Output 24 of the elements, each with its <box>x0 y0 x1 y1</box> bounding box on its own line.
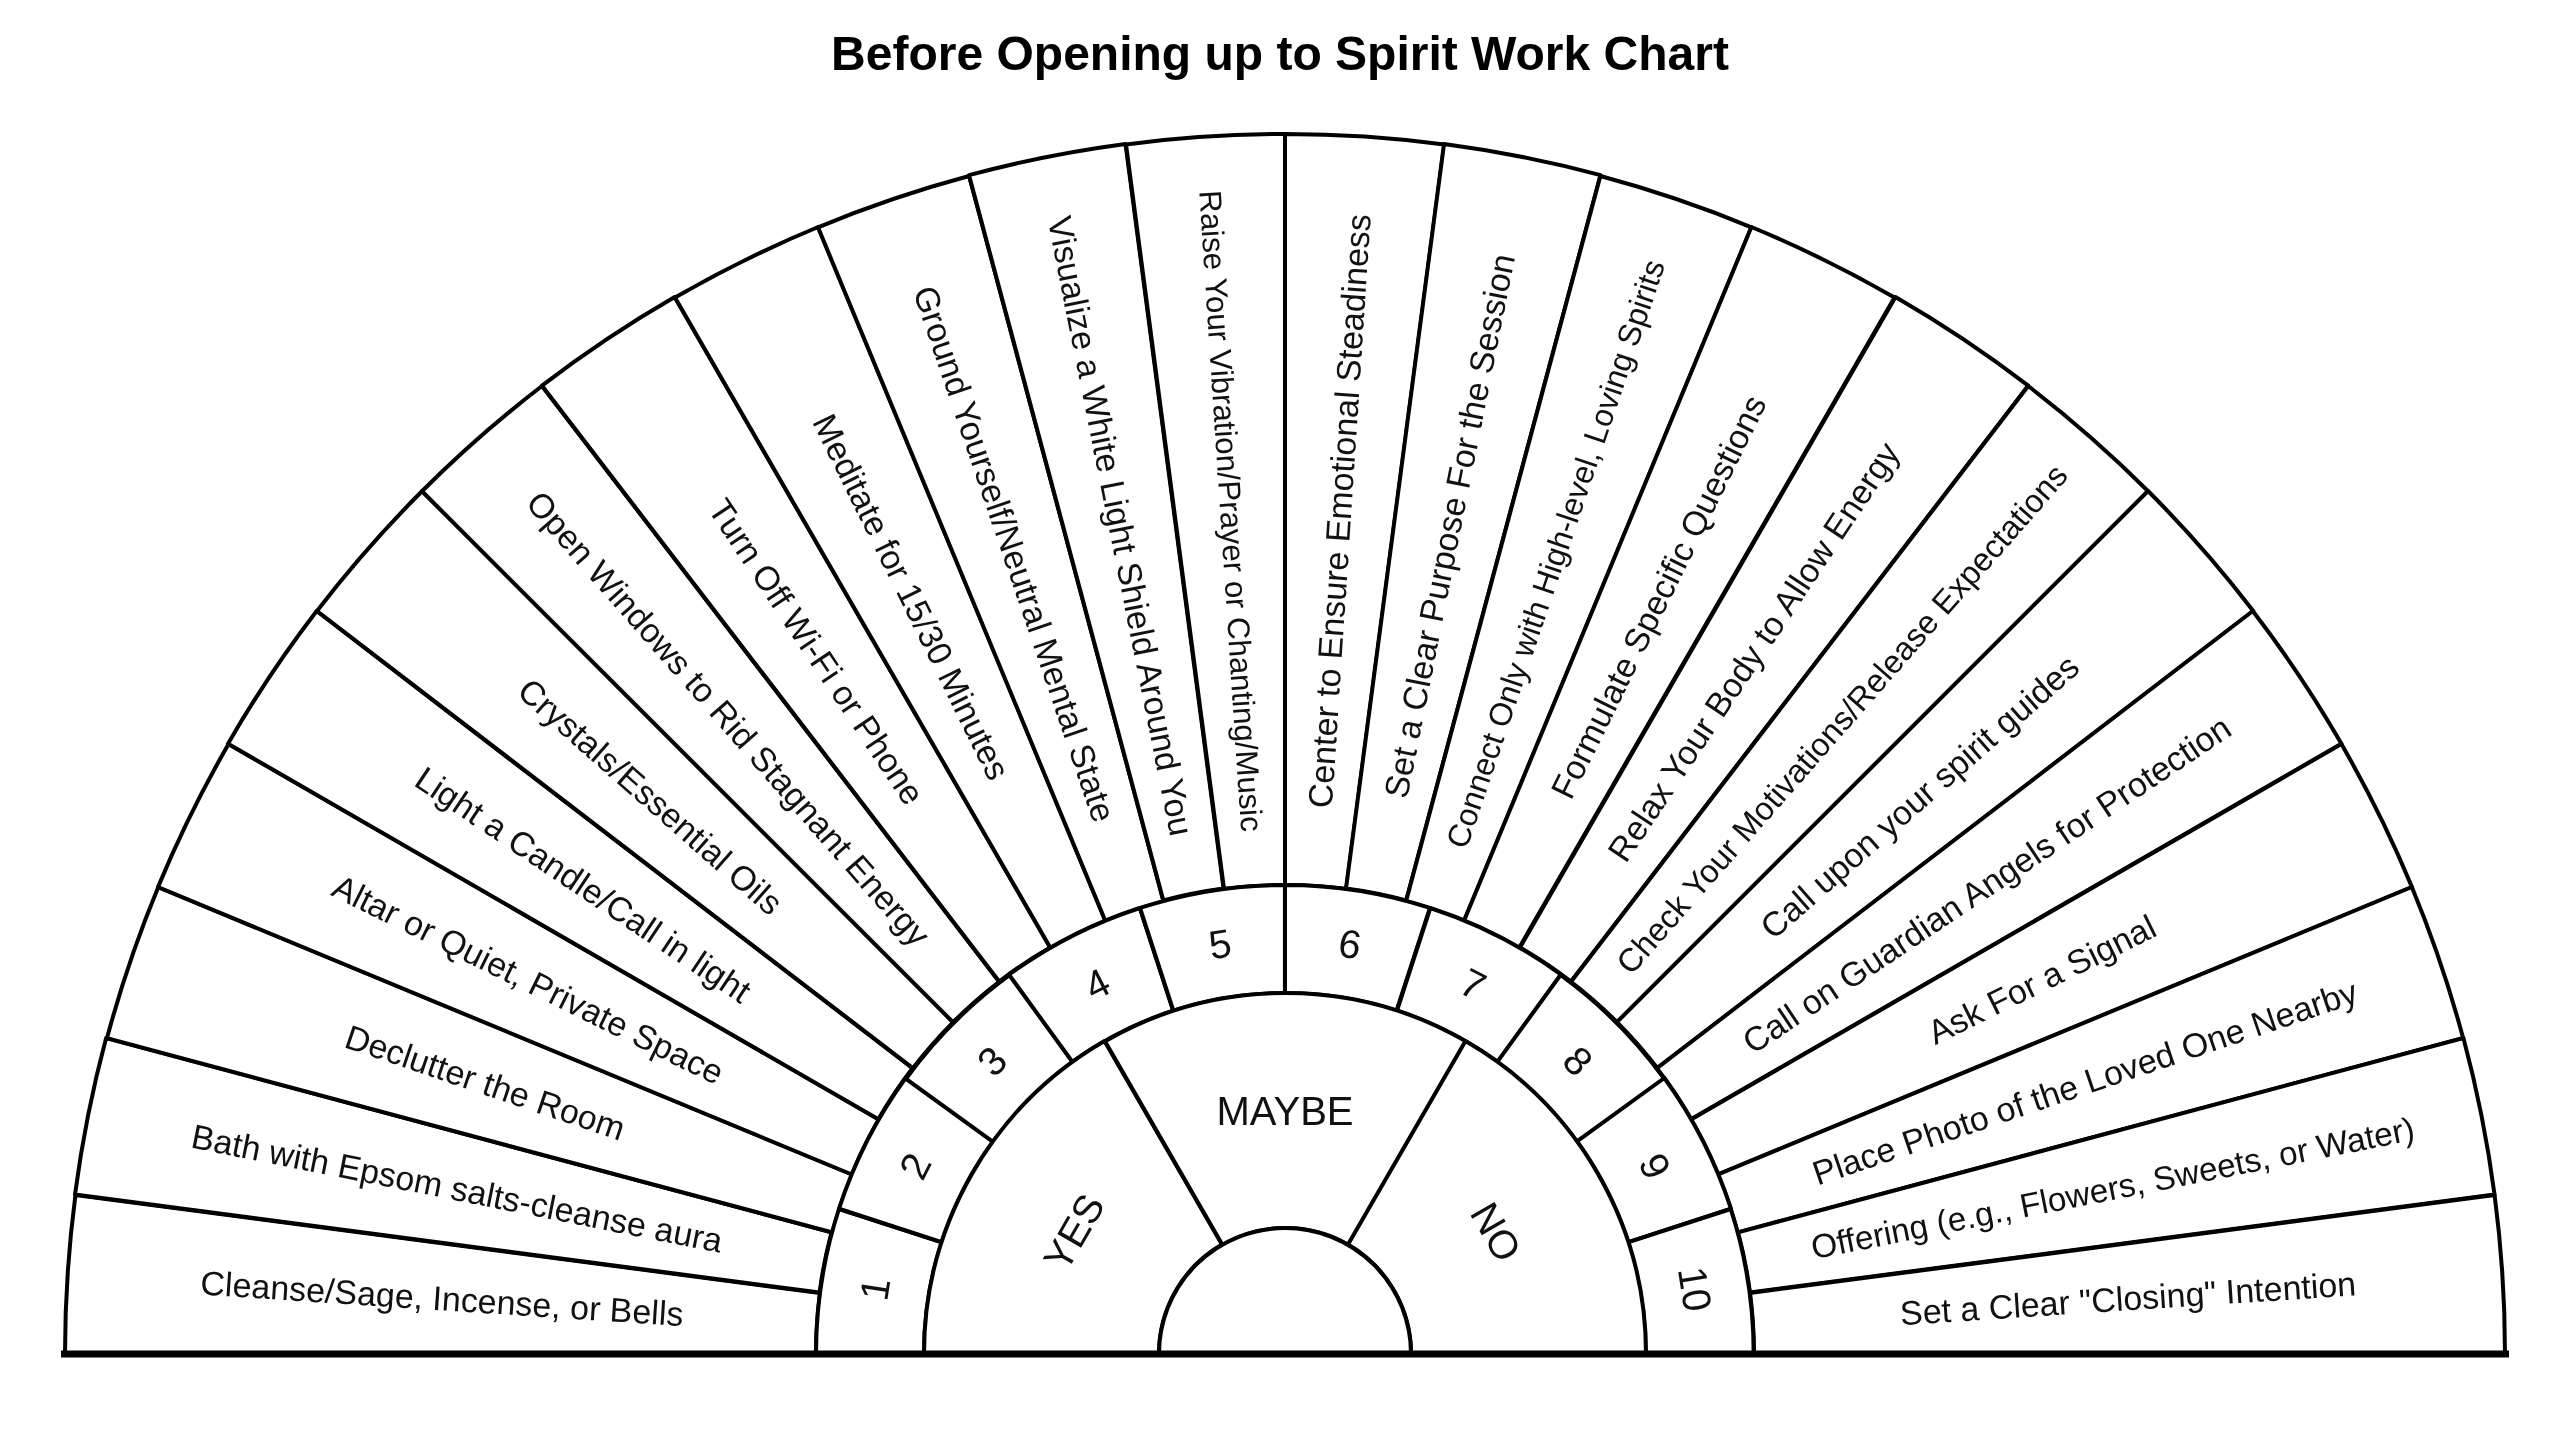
segment-text: MAYBE <box>1216 1088 1354 1133</box>
chart-segment <box>1140 885 1285 1011</box>
segment-text: 3 <box>968 1037 1015 1084</box>
segment-text: 1 <box>851 1274 899 1304</box>
chart-segment <box>838 1078 993 1243</box>
chart-segment <box>1009 907 1174 1062</box>
segment-text: 8 <box>1555 1037 1602 1084</box>
chart-title: Before Opening up to Spirit Work Chart <box>831 26 1729 81</box>
segment-text: Raise Your Vibration/Prayer or Chanting/Music <box>1191 189 1268 833</box>
segment-text: NO <box>1461 1195 1530 1270</box>
chart-segment <box>1396 907 1561 1062</box>
segment-text: 9 <box>1630 1145 1680 1186</box>
segment-text: Cleanse/Sage, Incense, or Bells <box>199 1264 685 1334</box>
segment-text: 10 <box>1669 1263 1721 1315</box>
segment-text: 2 <box>890 1145 940 1186</box>
segment-text: 5 <box>1205 920 1235 968</box>
chart-segment <box>1159 1228 1411 1354</box>
segment-text: 6 <box>1335 920 1365 968</box>
chart-segment <box>1285 885 1430 1011</box>
segment-text: Center to Ensure Emotional Steadiness <box>1302 213 1379 810</box>
chart-segment <box>1628 1209 1754 1354</box>
segment-text: Set a Clear "Closing" Intention <box>1898 1265 2357 1333</box>
segment-text: 7 <box>1453 959 1494 1009</box>
segment-text: 4 <box>1076 959 1117 1009</box>
